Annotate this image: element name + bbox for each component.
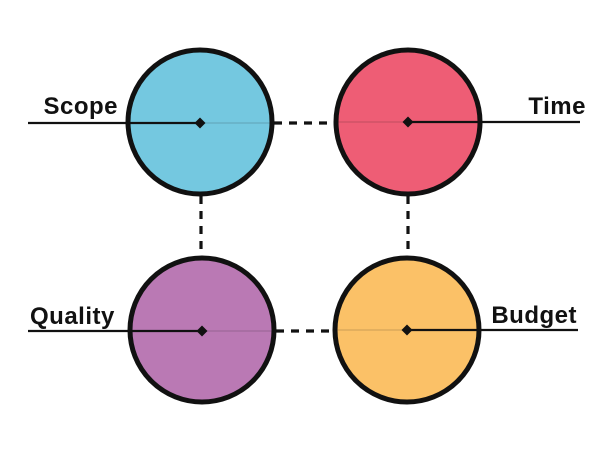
scope-label: Scope [43, 93, 118, 120]
time-node: Time [333, 47, 586, 197]
scope-center-diamond-icon [194, 117, 206, 129]
quality-center-diamond-icon [196, 325, 208, 337]
budget-label: Budget [491, 302, 577, 329]
scope-node: Scope [28, 47, 275, 197]
quality-label: Quality [30, 303, 115, 330]
budget-node: Budget [332, 255, 578, 405]
time-center-diamond-icon [402, 116, 414, 128]
quality-node: Quality [28, 255, 277, 405]
budget-center-diamond-icon [401, 324, 413, 336]
time-label: Time [528, 93, 586, 120]
